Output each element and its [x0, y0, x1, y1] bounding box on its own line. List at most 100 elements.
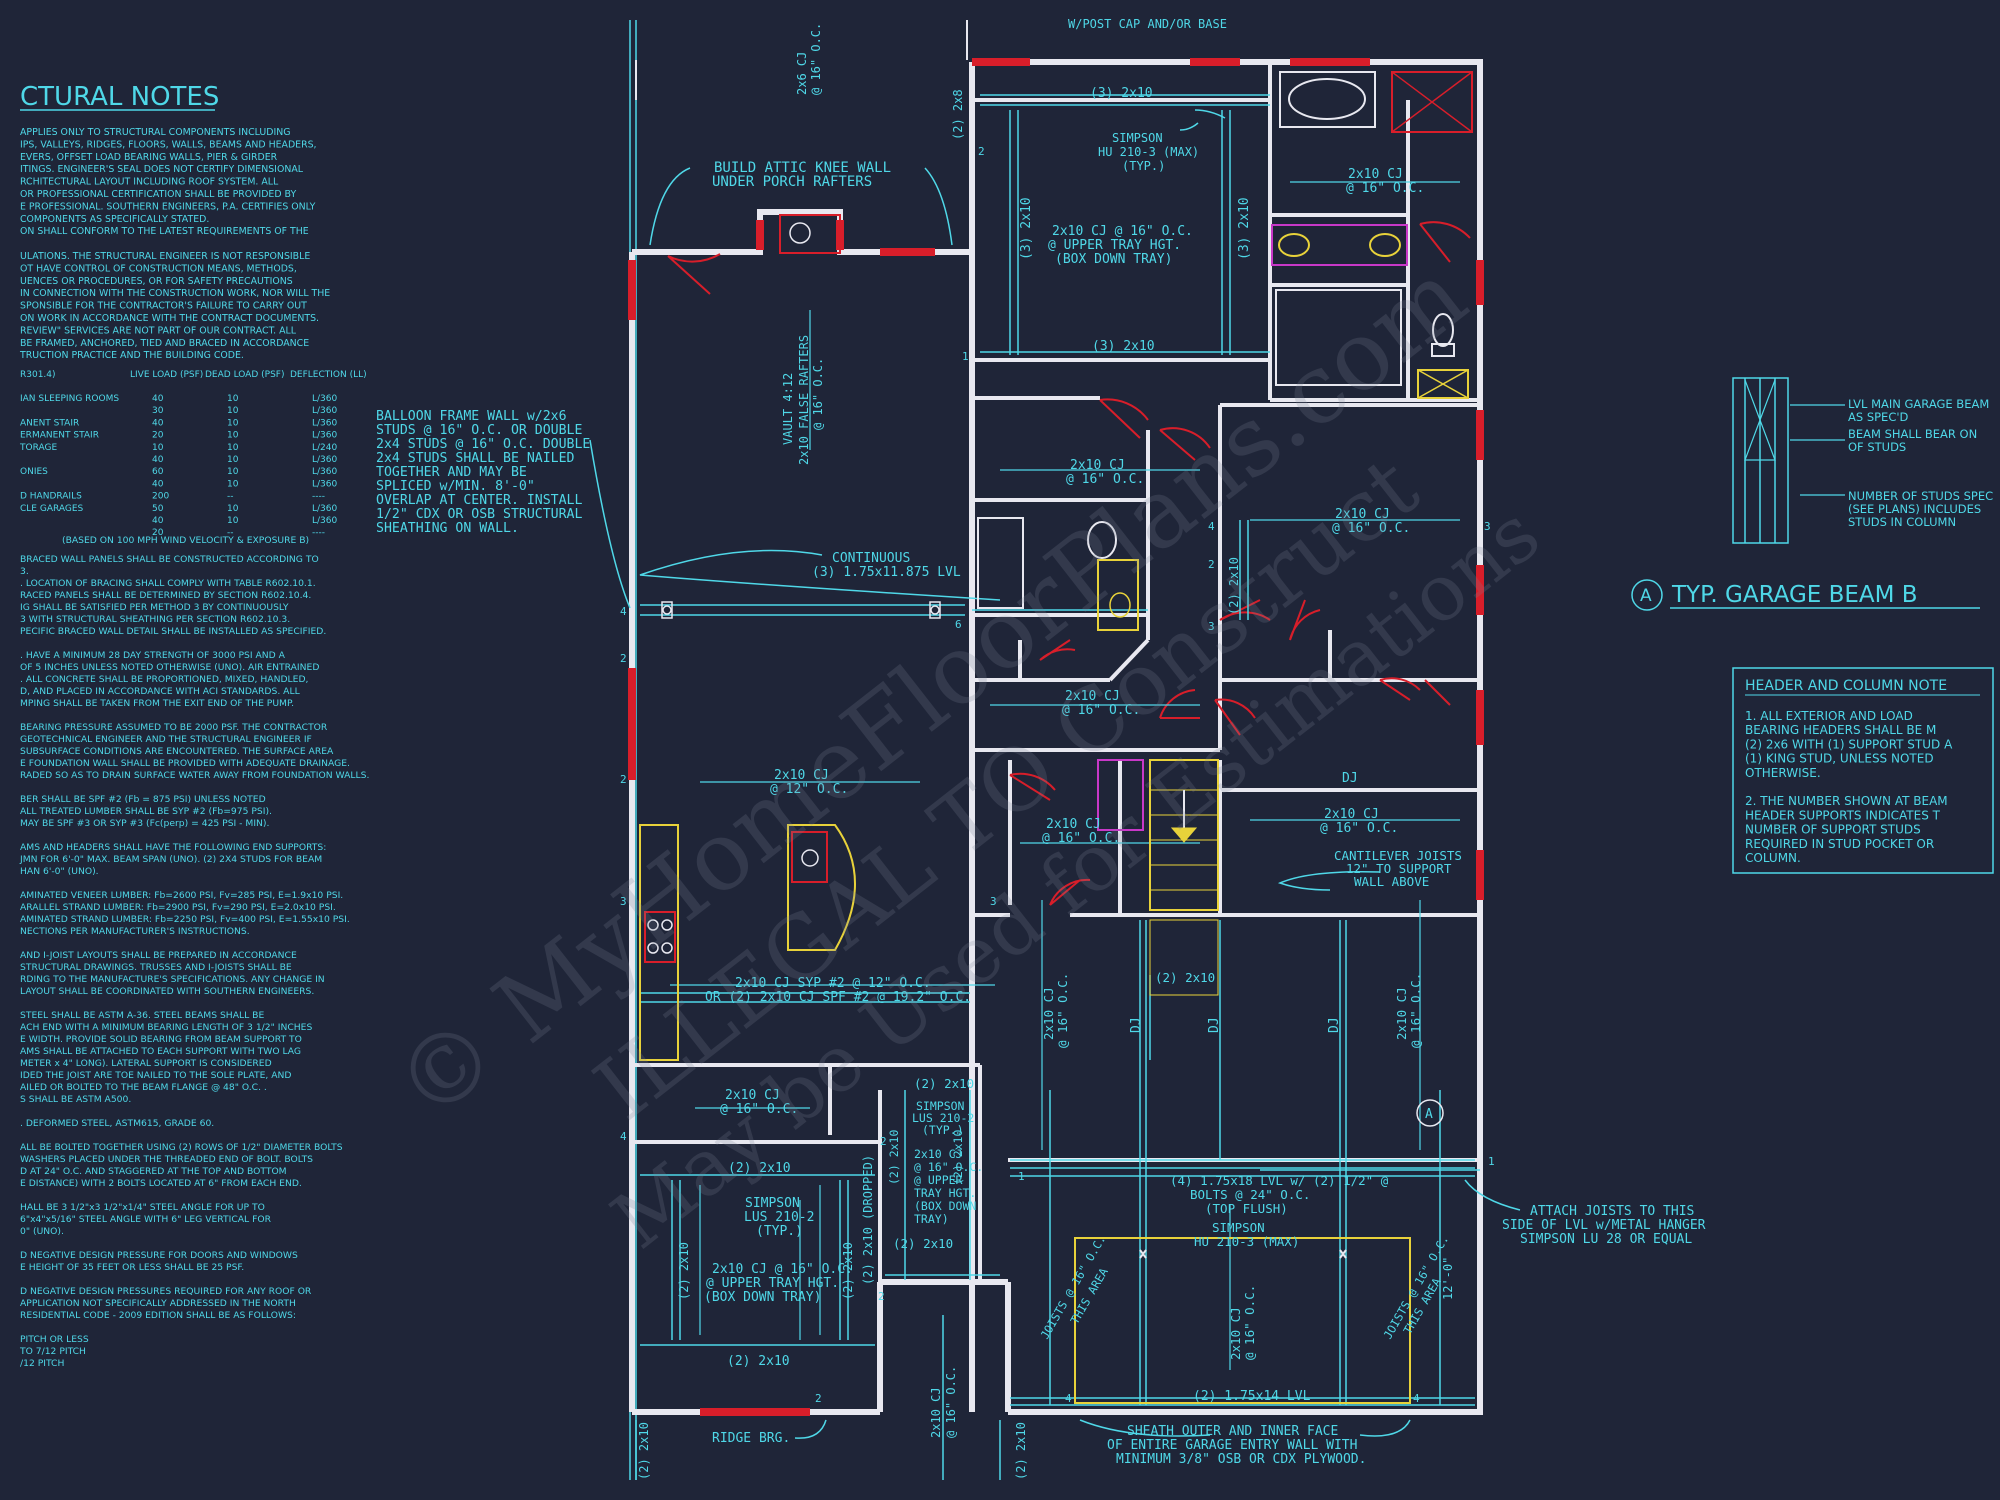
load-table-cell: ANENT STAIR: [20, 418, 79, 428]
plan-label-simpson-lus2-a: SIMPSON: [745, 1196, 800, 1211]
note-line: GEOTECHNICAL ENGINEER AND THE STRUCTURAL…: [20, 734, 312, 745]
plan-label-cj-top-b: @ 16" O.C.: [809, 23, 823, 95]
plan-label-cj-bottom-b: @ 16" O.C.: [944, 1366, 958, 1438]
plan-label-continuous-a: CONTINUOUS: [832, 551, 910, 566]
plan-label-three-2x10-bot: (3) 2x10: [1092, 339, 1155, 354]
plan-label-garage-cj-l-a: 2x10 CJ: [1041, 987, 1056, 1040]
note-line: . ALL CONCRETE SHALL BE PROPORTIONED, MI…: [20, 674, 309, 685]
note-line: 3.: [20, 566, 29, 577]
note-line: APPLICATION NOT SPECIFICALLY ADDRESSED I…: [20, 1298, 296, 1309]
note-line: STEEL SHALL BE ASTM A-36. STEEL BEAMS SH…: [20, 1010, 264, 1021]
floor-plan: [589, 20, 1521, 1480]
plan-label-num-3: 3: [620, 895, 627, 908]
note-line: OF 5 INCHES UNLESS NOTED OTHERWISE (UNO)…: [20, 662, 319, 673]
note-line: ITINGS. ENGINEER'S SEAL DOES NOT CERTIFY…: [20, 164, 304, 175]
garage-framing: [1074, 1237, 1411, 1404]
plan-label-dj-a: DJ: [1342, 771, 1358, 786]
plan-label-syp-a: 2x10 CJ SYP #2 @ 12" O.C.: [735, 976, 931, 991]
header-note-line: HEADER SUPPORTS INDICATES T: [1745, 808, 1941, 822]
load-table-cell: 10: [227, 443, 239, 453]
load-table-cell: 20: [152, 431, 164, 441]
header-note-line: BEARING HEADERS SHALL BE M: [1745, 723, 1936, 737]
plan-label-two-2x10-v2: (2) 2x10: [677, 1242, 691, 1300]
plan-label-tray-b: @ UPPER TRAY HGT.: [1048, 238, 1181, 253]
plan-label-two-2x10-bl: (2) 2x10: [637, 1422, 651, 1480]
plan-label-attach-c: SIMPSON LU 28 OR EQUAL: [1520, 1232, 1692, 1247]
load-table-cell: 10: [227, 406, 239, 416]
load-table-header: DEFLECTION (LL): [290, 370, 367, 380]
load-table-cell: L/360: [312, 479, 337, 489]
interior-walls: [632, 62, 1480, 1282]
plan-label-lvl-c: (TOP FLUSH): [1205, 1201, 1288, 1216]
plan-label-simpson-lus2-c: (TYP.): [756, 1224, 803, 1239]
plan-label-num-4: 4: [620, 1130, 627, 1143]
note-line: METER x 4" LONG). LATERAL SUPPORT IS CON…: [20, 1058, 272, 1069]
load-table-header: DEAD LOAD (PSF): [205, 370, 284, 380]
upper-tray-note-line: TRAY): [914, 1212, 949, 1226]
note-line: E WIDTH. PROVIDE SOLID BEARING FROM BEAM…: [20, 1034, 302, 1045]
load-table-cell: 30: [152, 406, 164, 416]
load-table-footnote: (BASED ON 100 MPH WIND VELOCITY & EXPOSU…: [62, 535, 309, 546]
note-line: E DISTANCE) WITH 2 BOLTS LOCATED AT 6" F…: [20, 1178, 302, 1189]
plan-label-garage-cj-r-b: @ 16" O.C.: [1408, 973, 1423, 1048]
note-line: IG SHALL BE SATISFIED PER METHOD 3 BY CO…: [20, 602, 289, 613]
note-line: . LOCATION OF BRACING SHALL COMPLY WITH …: [20, 578, 316, 589]
header-notes-title: HEADER AND COLUMN NOTE: [1745, 678, 1947, 694]
note-line: NECTIONS PER MANUFACTURER'S INSTRUCTIONS…: [20, 926, 250, 937]
plan-label-num-3: 3: [1484, 520, 1491, 533]
note-line: MAY BE SPF #3 OR SYP #3 (Fc(perp) = 425 …: [20, 818, 269, 829]
note-line: OT HAVE CONTROL OF CONSTRUCTION MEANS, M…: [20, 263, 297, 274]
note-line: 6"x4"x5/16" STEEL ANGLE WITH 6" LEG VERT…: [20, 1214, 272, 1225]
note-line: HALL BE 3 1/2"x3 1/2"x1/4" STEEL ANGLE F…: [20, 1202, 265, 1213]
note-line: ARALLEL STRAND LUMBER: Fb=2900 PSI, Fv=2…: [20, 902, 336, 913]
load-table-cell: L/360: [312, 516, 337, 526]
note-line: D AT 24" O.C. AND STAGGERED AT THE TOP A…: [20, 1166, 287, 1177]
plan-label-num-4: 4: [620, 605, 627, 618]
plan-label-attach-a: ATTACH JOISTS TO THIS: [1530, 1204, 1694, 1219]
plan-label-num-1: 1: [1018, 1170, 1025, 1183]
load-table-cell: TORAGE: [19, 443, 57, 453]
load-table-cell: ERMANENT STAIR: [20, 431, 99, 441]
note-line: LAYOUT SHALL BE COORDINATED WITH SOUTHER…: [20, 986, 314, 997]
load-table-cell: 10: [227, 431, 239, 441]
lvl-beam-markers: [661, 601, 941, 619]
note-line: AILED OR BOLTED TO THE BEAM FLANGE @ 48"…: [20, 1082, 267, 1093]
note-line: D NEGATIVE DESIGN PRESSURE FOR DOORS AND…: [20, 1250, 298, 1261]
plan-label-cj-right1-b: @ 16" O.C.: [1332, 521, 1410, 536]
load-table-cell: CLE GARAGES: [20, 504, 84, 514]
plan-label-dropped: (2) 2x10 (DROPPED): [861, 1155, 875, 1285]
plan-label-continuous-b: (3) 1.75x11.875 LVL: [812, 565, 961, 580]
plan-label-cj-great-b: @ 12" O.C.: [770, 782, 848, 797]
load-table-cell: L/360: [312, 455, 337, 465]
header-note-line: (1) KING STUD, UNLESS NOTED: [1745, 752, 1934, 766]
note-line: D, AND PLACED IN ACCORDANCE WITH ACI STA…: [20, 686, 301, 697]
plan-label-cantilever-b: 12" TO SUPPORT: [1346, 861, 1452, 876]
plan-label-tray-a: 2x10 CJ @ 16" O.C.: [1052, 224, 1193, 239]
note-line: AND I-JOIST LAYOUTS SHALL BE PREPARED IN…: [20, 950, 297, 961]
plan-label-num-2: 2: [815, 1392, 822, 1405]
note-line: RESIDENTIAL CODE - 2009 EDITION SHALL BE…: [20, 1310, 296, 1321]
plan-label-num-3: 3: [1208, 620, 1215, 633]
notes-block-1: APPLIES ONLY TO STRUCTURAL COMPONENTS IN…: [19, 127, 330, 361]
framing-members: [635, 94, 1480, 1480]
plan-label-two-2x10-b: (2) 2x10: [728, 1161, 791, 1176]
detail-studs-a: NUMBER OF STUDS SPEC: [1848, 489, 1993, 503]
door-swings: [667, 221, 1471, 906]
plan-label-syp-b: OR (2) 2x10 CJ SPF #2 @ 19.2" O.C.: [705, 990, 971, 1005]
note-line: SUBSURFACE CONDITIONS ARE ENCOUNTERED. T…: [20, 746, 334, 757]
load-table-header: R301.4): [20, 370, 56, 380]
load-table-cell: 40: [152, 418, 164, 428]
detail-beam-b: OF STUDS: [1848, 440, 1906, 454]
note-line: WASHERS PLACED UNDER THE THREADED END OF…: [20, 1154, 313, 1165]
plan-label-simpson-hu-b: HU 210-3 (MAX): [1098, 145, 1199, 159]
note-line: SPONSIBLE FOR THE CONTRACTOR'S FAILURE T…: [20, 301, 307, 312]
plan-label-two-2x10-d: (2) 2x10: [951, 1130, 965, 1185]
plan-label-attic-b: UNDER PORCH RAFTERS: [712, 174, 872, 190]
plan-label-two-2x10-f: (2) 2x10: [727, 1354, 790, 1369]
note-line: REVIEW" SERVICES ARE NOT PART OF OUR CON…: [20, 325, 297, 336]
plan-label-attach-b: SIDE OF LVL w/METAL HANGER: [1502, 1218, 1706, 1233]
load-table-cell: 20: [152, 528, 164, 538]
note-line: ACH END WITH A MINIMUM BEARING LENGTH OF…: [20, 1022, 312, 1033]
